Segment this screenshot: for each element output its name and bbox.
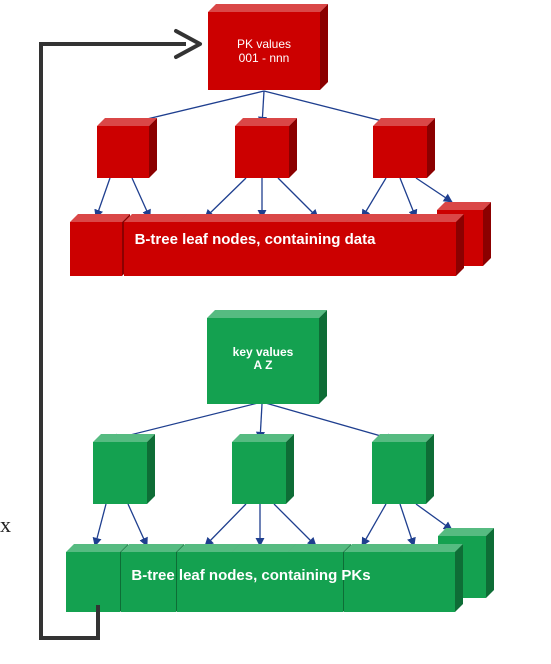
top-leaf-node-4	[235, 214, 298, 276]
bottom-leaf-node-4	[232, 544, 296, 612]
top-internal-node-2	[235, 118, 297, 178]
bottom-internal-node-1	[93, 434, 155, 504]
top-root-label-line2: 001 - nnn	[238, 51, 290, 65]
top-edge-c1	[361, 177, 387, 219]
bottom-internal-node-3	[372, 434, 434, 504]
bottom-edge-c1	[361, 503, 387, 547]
top-root-label-line1: PK values	[236, 37, 292, 51]
bottom-edge-c3	[415, 503, 453, 531]
top-edge-a2	[131, 177, 151, 219]
bottom-root-label-line2: A Z	[253, 358, 273, 372]
bottom-edge-root-1	[109, 401, 263, 443]
bottom-edge-b3	[273, 503, 317, 547]
top-internal-node-3	[373, 118, 435, 178]
pk-lookup-connector-arrowhead	[174, 29, 202, 59]
bottom-root-node	[207, 310, 327, 404]
top-leaf-label: B-tree leaf nodes, containing data	[134, 231, 376, 248]
edge-cut-text: x	[0, 512, 11, 537]
bottom-leaf-node-1	[66, 544, 128, 612]
bottom-root-label-line1: key values	[232, 345, 294, 359]
bottom-edge-root-3	[261, 401, 396, 443]
top-edge-c2	[399, 177, 418, 219]
top-edge-a1	[94, 177, 111, 219]
bottom-edge-a1	[92, 503, 107, 547]
bottom-leaf-label: B-tree leaf nodes, containing PKs	[131, 567, 371, 584]
top-leaf-node-5	[290, 214, 354, 276]
top-internal-node-1	[97, 118, 157, 178]
top-leaf-node-3	[179, 214, 243, 276]
top-edge-root-3	[263, 90, 399, 128]
top-root-node	[208, 4, 328, 90]
bottom-edge-a2	[127, 503, 148, 547]
top-edge-b3	[277, 177, 319, 219]
pk-lookup-connector-line	[39, 42, 186, 640]
top-leaf-node-7	[401, 214, 464, 276]
bottom-leaf-node-7	[400, 544, 463, 612]
bottom-internal-node-2	[232, 434, 294, 504]
top-edge-b1	[204, 177, 247, 219]
top-edge-c3	[415, 177, 453, 203]
bottom-edge-b1	[204, 503, 247, 547]
bottom-leaf-node-5	[288, 544, 351, 612]
bottom-edge-c2	[399, 503, 416, 547]
